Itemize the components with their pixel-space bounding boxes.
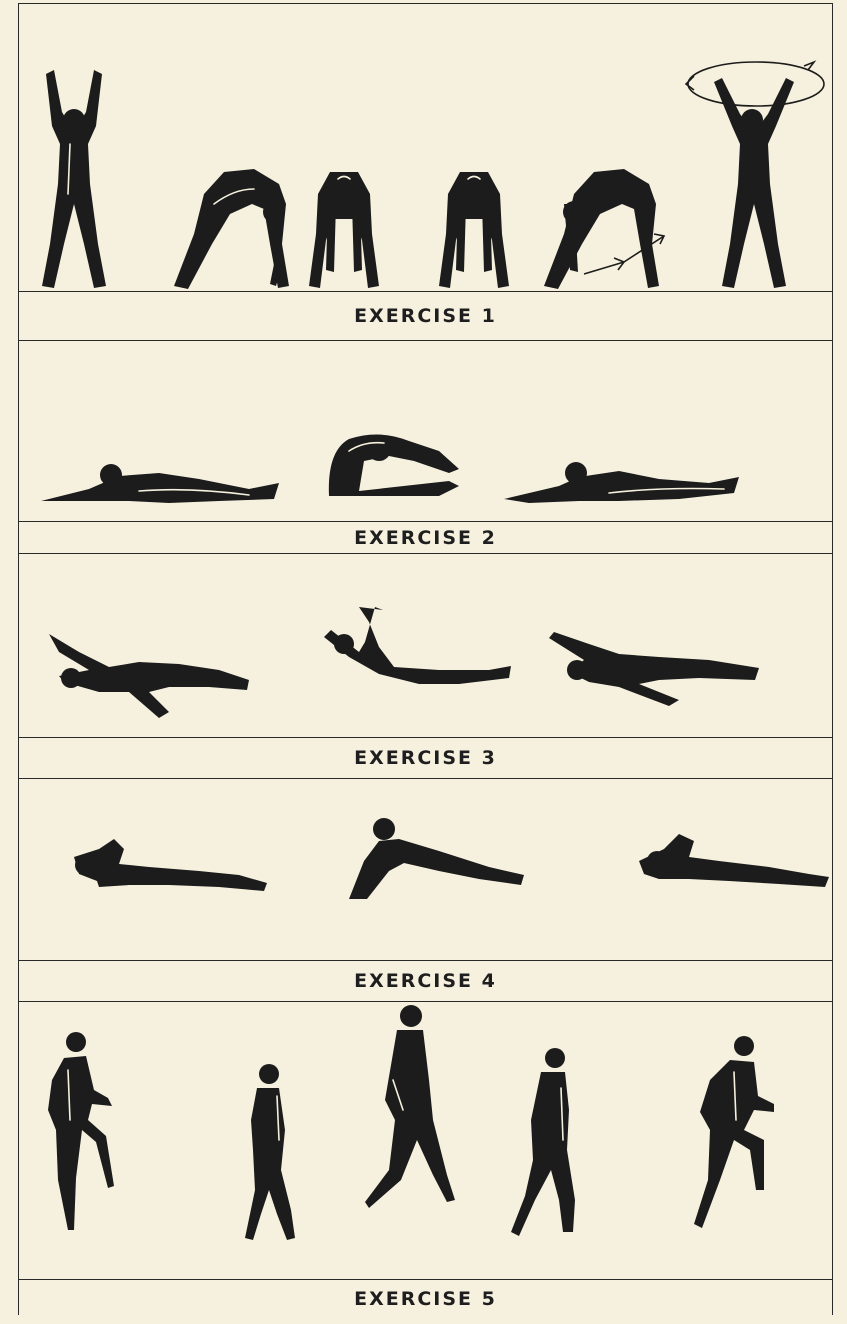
exercise-label: EXERCISE 5	[354, 1288, 497, 1310]
lying-figure	[504, 462, 739, 503]
exercise-3-illustration	[19, 552, 834, 742]
exercise-label: EXERCISE 3	[354, 747, 497, 769]
exercise-4-label: EXERCISE 4	[18, 960, 833, 1002]
walking-figure	[365, 1005, 455, 1208]
exercise-2-label: EXERCISE 2	[18, 521, 833, 554]
rotation-arrow	[688, 62, 824, 106]
running-figure	[694, 1036, 774, 1228]
exercise-label: EXERCISE 1	[354, 305, 497, 327]
exercise-2-panel: EXERCISE 2	[19, 341, 832, 551]
exercise-chart-page: EXERCISE 1 EXERCISE	[18, 3, 833, 1315]
exercise-1-label: EXERCISE 1	[18, 291, 833, 341]
toe-touch-figure	[309, 172, 379, 288]
exercise-5-panel: EXERCISE 5	[19, 1000, 832, 1320]
walking-figure	[511, 1048, 575, 1236]
exercise-3-panel: EXERCISE 3	[19, 552, 832, 777]
exercise-1-panel: EXERCISE 1	[19, 4, 832, 334]
exercise-label: EXERCISE 2	[354, 527, 497, 549]
standing-arms-up-figure	[42, 70, 106, 288]
exercise-2-illustration	[19, 341, 834, 521]
exercise-label: EXERCISE 4	[354, 970, 497, 992]
walking-figure	[245, 1064, 295, 1240]
push-up-figure	[639, 834, 829, 887]
toe-touch-figure	[439, 172, 509, 288]
toe-touch-figure	[544, 169, 664, 289]
push-up-figure	[74, 839, 267, 891]
lying-figure	[41, 464, 279, 503]
exercise-4-illustration	[19, 779, 834, 959]
toe-touch-figure	[174, 169, 289, 289]
swimming-figure	[549, 632, 759, 706]
exercise-5-illustration	[19, 1000, 834, 1280]
exercise-5-label: EXERCISE 5	[18, 1279, 833, 1324]
running-figure	[48, 1032, 114, 1230]
exercise-3-label: EXERCISE 3	[18, 737, 833, 779]
swimming-figure	[324, 607, 511, 684]
sit-up-figure	[329, 434, 459, 496]
push-up-figure	[349, 818, 524, 899]
standing-arms-up-figure	[686, 62, 824, 288]
swimming-figure	[49, 634, 249, 718]
exercise-1-illustration	[19, 4, 834, 294]
exercise-4-panel: EXERCISE 4	[19, 779, 832, 999]
